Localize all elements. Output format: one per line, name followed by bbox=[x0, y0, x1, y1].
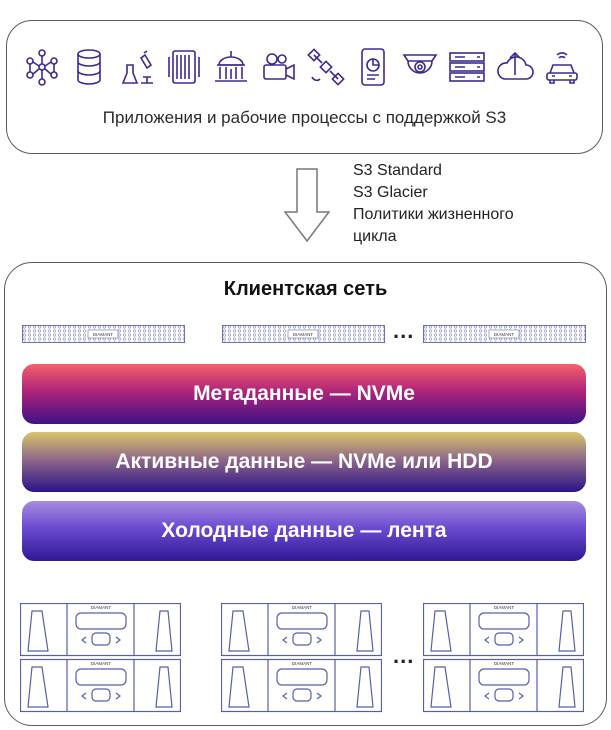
government-building-icon bbox=[211, 47, 251, 87]
server-unit: DIAMANT bbox=[423, 325, 586, 343]
server-unit: DIAMANT bbox=[22, 325, 185, 343]
api-item: Политики жизненного bbox=[353, 206, 514, 223]
server-unit: DIAMANT bbox=[222, 325, 385, 343]
tape-brand: DIAMANT bbox=[292, 661, 313, 666]
cloud-upload-icon bbox=[495, 47, 535, 87]
network-title: Клиентская сеть bbox=[223, 278, 388, 300]
tape-library: DIAMANT DIAMANT bbox=[423, 603, 584, 713]
api-item: S3 Glacier bbox=[353, 184, 428, 201]
tape-brand: DIAMANT bbox=[494, 605, 515, 610]
server-brand: DIAMANT bbox=[293, 332, 314, 337]
applications-caption: Приложения и рабочие процессы с поддержк… bbox=[102, 108, 507, 127]
client-network-box bbox=[4, 262, 607, 726]
tape-brand: DIAMANT bbox=[292, 605, 313, 610]
tape-library: DIAMANT DIAMANT bbox=[20, 603, 181, 713]
connected-car-icon bbox=[542, 47, 582, 87]
tier-active-data: Активные данные — NVMe или HDD bbox=[22, 432, 586, 492]
database-icon bbox=[69, 47, 109, 87]
server-brand: DIAMANT bbox=[93, 332, 114, 337]
down-arrow-icon bbox=[284, 168, 330, 242]
mobile-analytics-icon bbox=[353, 47, 393, 87]
applications-box bbox=[6, 20, 603, 154]
tier-metadata: Метаданные — NVMe bbox=[22, 364, 586, 424]
server-ellipsis: ... bbox=[393, 318, 415, 343]
lab-icon bbox=[117, 47, 157, 87]
server-brand: DIAMANT bbox=[494, 332, 515, 337]
server-rack-icon bbox=[164, 47, 204, 87]
neural-network-icon bbox=[22, 47, 62, 87]
tape-library: DIAMANT DIAMANT bbox=[221, 603, 382, 713]
api-item: S3 Standard bbox=[353, 162, 442, 179]
storage-array-icon bbox=[447, 47, 487, 87]
security-camera-icon bbox=[400, 47, 440, 87]
tape-brand: DIAMANT bbox=[494, 661, 515, 666]
tape-ellipsis: ... bbox=[393, 643, 415, 668]
api-list: S3 Standard S3 Glacier Политики жизненно… bbox=[353, 160, 593, 248]
api-item: цикла bbox=[353, 228, 397, 245]
video-camera-icon bbox=[258, 47, 298, 87]
satellite-icon bbox=[306, 47, 346, 87]
application-icons bbox=[22, 42, 582, 92]
tape-brand: DIAMANT bbox=[91, 605, 112, 610]
tape-brand: DIAMANT bbox=[91, 661, 112, 666]
tier-cold-data: Холодные данные — лента bbox=[22, 501, 586, 561]
